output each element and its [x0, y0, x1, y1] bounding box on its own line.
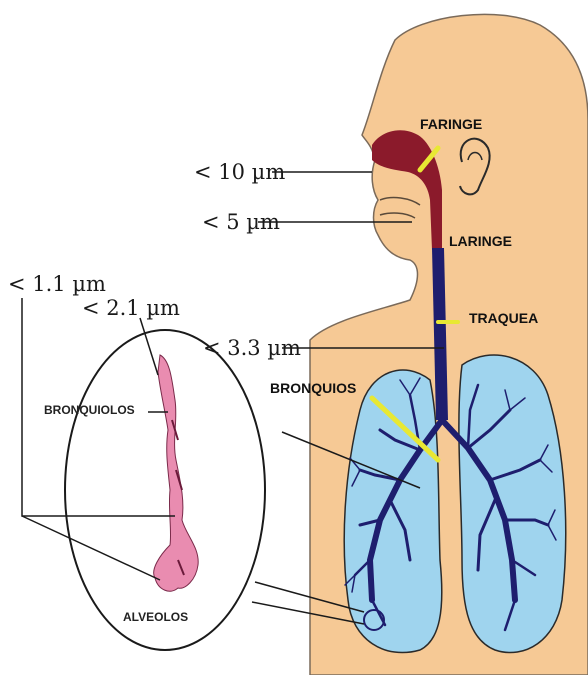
- size-10um: < 10 µm: [194, 160, 285, 184]
- label-laringe: LARINGE: [449, 233, 512, 249]
- label-faringe: FARINGE: [420, 116, 482, 132]
- size-11um: < 1.1 µm: [8, 272, 106, 296]
- size-5um: < 5 µm: [202, 210, 280, 234]
- label-bronquios: BRONQUIOS: [270, 380, 356, 396]
- size-21um: < 2.1 µm: [82, 296, 180, 320]
- label-traquea: TRAQUEA: [469, 310, 538, 326]
- label-alveolos: ALVEOLOS: [123, 610, 188, 624]
- size-33um: < 3.3 µm: [203, 336, 301, 360]
- label-bronquiolos: BRONQUIOLOS: [44, 403, 135, 417]
